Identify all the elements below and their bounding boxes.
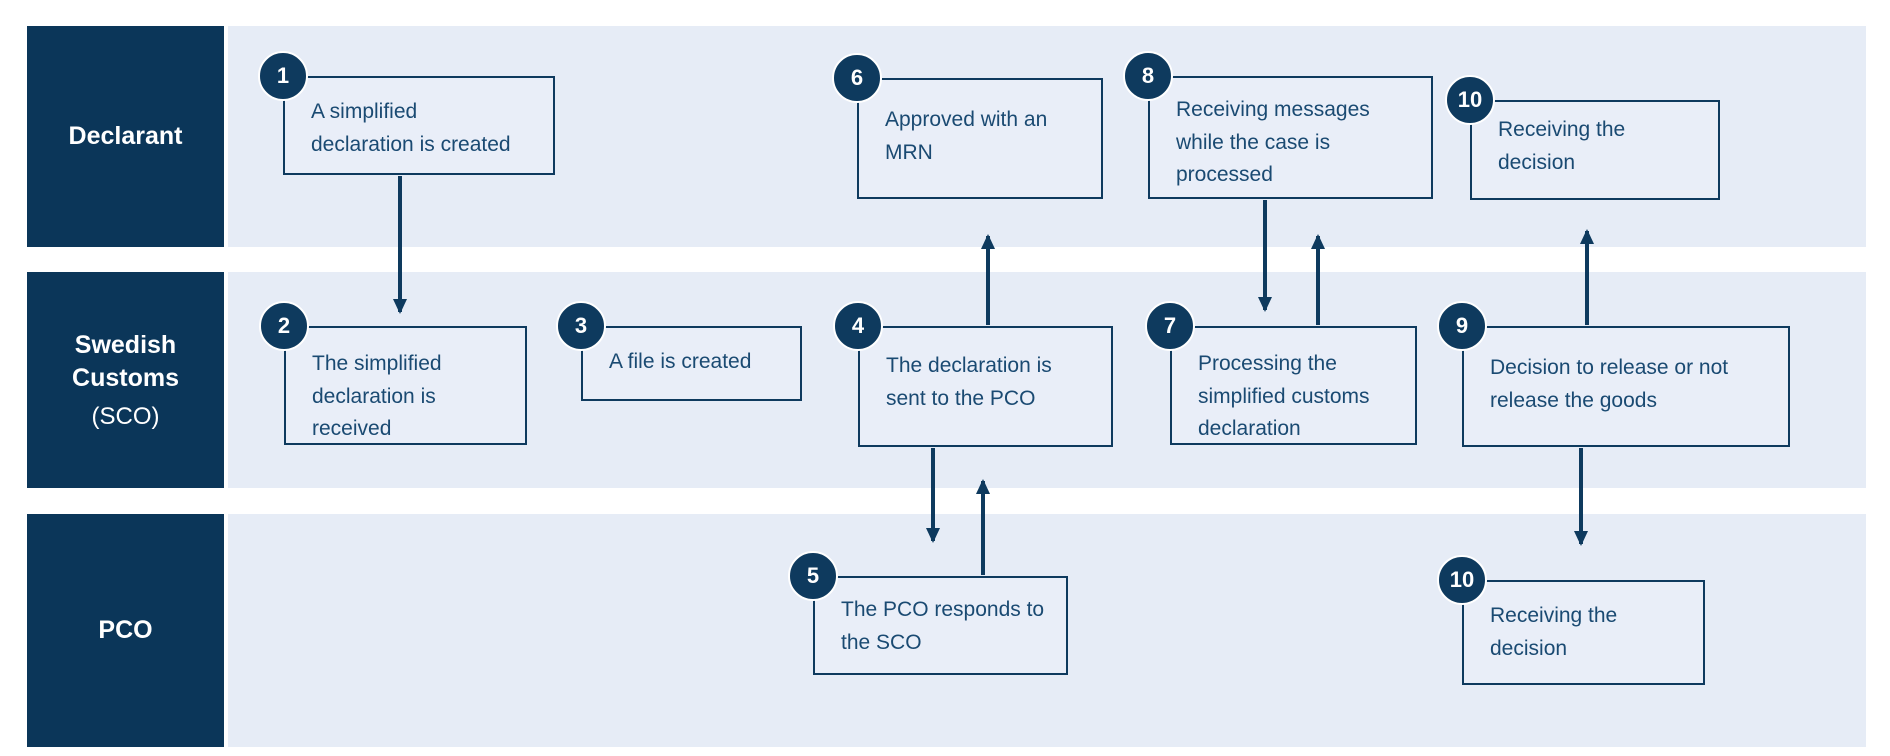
- step-box-1: 1 A simplified declaration is created: [258, 51, 555, 175]
- step-text: The simplified declaration is received: [312, 352, 442, 441]
- step-text: The PCO responds to the SCO: [841, 598, 1045, 654]
- step-number-badge: 2: [259, 301, 309, 351]
- step-box-10-declarant: 10 Receiving the decision: [1445, 75, 1720, 200]
- step-number-badge: 3: [556, 301, 606, 351]
- step-number-badge: 1: [258, 51, 308, 101]
- step-number-badge: 4: [833, 301, 883, 351]
- step-number-badge: 10: [1445, 75, 1495, 125]
- step-number-badge: 7: [1145, 301, 1195, 351]
- step-box-7: 7 Processing the simplified customs decl…: [1145, 301, 1417, 445]
- step-number-badge: 6: [832, 53, 882, 103]
- step-box-6: 6 Approved with an MRN: [832, 53, 1103, 199]
- step-text: A file is created: [609, 350, 752, 373]
- step-text: Receiving messages while the case is pro…: [1176, 98, 1370, 187]
- step-text: Receiving the decision: [1490, 604, 1618, 660]
- step-box-8: 8 Receiving messages while the case is p…: [1123, 51, 1433, 199]
- step-text: Receiving the decision: [1498, 118, 1626, 174]
- lane-subtitle: (SCO): [91, 403, 160, 430]
- step-text: Approved with an MRN: [885, 108, 1048, 164]
- lane-label-declarant: Declarant: [27, 26, 224, 247]
- step-text: Processing the simplified customs declar…: [1198, 352, 1370, 441]
- step-number-badge: 10: [1437, 555, 1487, 605]
- lane-title: PCO: [98, 616, 153, 644]
- step-text: Decision to release or not release the g…: [1490, 356, 1729, 412]
- step-text: A simplified declaration is created: [311, 100, 511, 156]
- lane-label-pco: PCO: [27, 514, 224, 747]
- step-box-2: 2 The simplified declaration is received: [259, 301, 527, 445]
- step-number-badge: 8: [1123, 51, 1173, 101]
- step-box-4: 4 The declaration is sent to the PCO: [833, 301, 1113, 447]
- step-box-3: 3 A file is created: [556, 301, 802, 401]
- step-box-10-pco: 10 Receiving the decision: [1437, 555, 1705, 685]
- step-box-9: 9 Decision to release or not release the…: [1437, 301, 1790, 447]
- step-text: The declaration is sent to the PCO: [886, 354, 1052, 410]
- step-number-badge: 5: [788, 551, 838, 601]
- step-box-5: 5 The PCO responds to the SCO: [788, 551, 1068, 675]
- step-number-badge: 9: [1437, 301, 1487, 351]
- lane-title: Declarant: [68, 122, 183, 150]
- lane-label-swedish-customs: Swedish Customs (SCO): [27, 272, 224, 488]
- lane-title: Swedish Customs: [72, 331, 179, 392]
